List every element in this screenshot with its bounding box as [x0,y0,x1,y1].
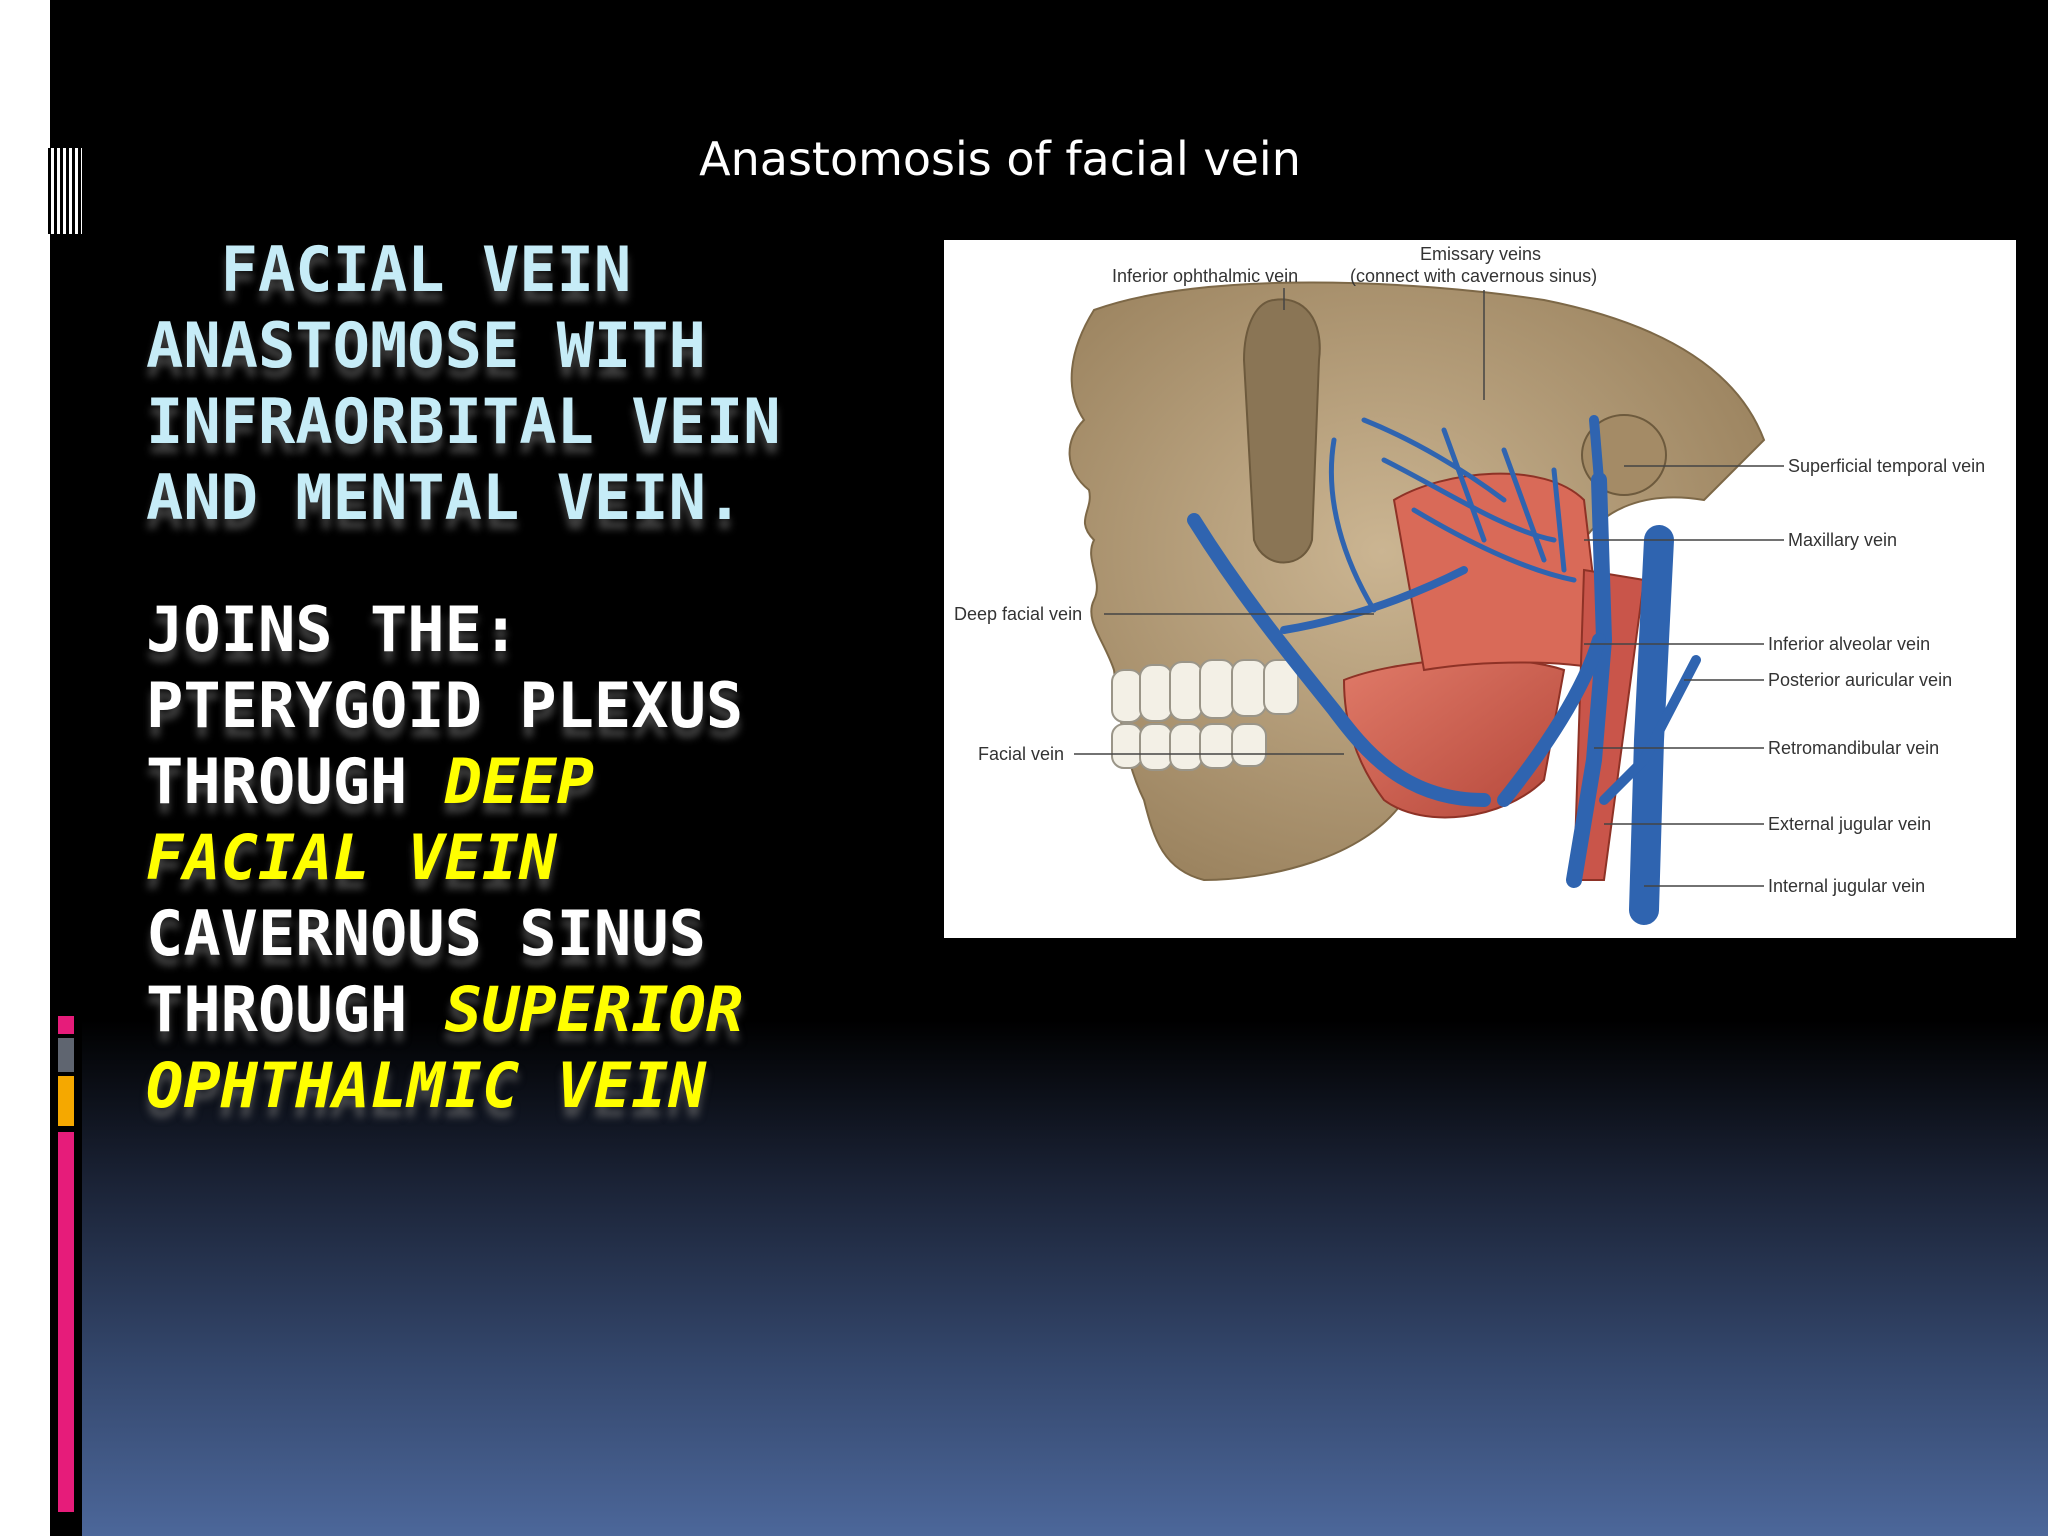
retromandibular-vein [1497,633,1606,807]
slide-title: Anastomosis of facial vein [699,132,1301,186]
accent-gray [58,1038,74,1072]
label-inferior-ophthalmic: Inferior ophthalmic vein [1112,266,1298,286]
leader-lines [1074,288,1784,887]
superficial-temporal-vein [1589,415,1604,485]
label-inferior-alveolar: Inferior alveolar vein [1768,634,1930,654]
facial-vein [1187,513,1491,807]
block1-line-1: FACIAL VEIN [146,233,632,306]
pterygoid-plexus [1328,417,1577,613]
label-maxillary: Maxillary vein [1788,530,1897,550]
block1-line-2: ANASTOMOSE WITH [146,309,706,382]
label-retromandibular: Retromandibular vein [1768,738,1939,758]
through-text-2: THROUGH [146,973,445,1046]
ophthalmic-vein-highlight: OPHTHALMIC VEIN [146,1049,706,1122]
cavernous-sinus-line: CAVERNOUS SINUS [146,897,706,970]
teeth [1111,659,1299,771]
veins [1187,415,1701,925]
label-deep-facial: Deep facial vein [954,604,1082,624]
label-emissary-2: (connect with cavernous sinus) [1350,266,1597,286]
posterior-auricular-vein [1599,655,1701,805]
joins-heading: JOINS THE: [146,593,520,666]
accent-orange [58,1076,74,1126]
deep-highlight: DEEP [444,745,594,818]
label-emissary-1: Emissary veins [1420,244,1541,264]
accent-pink-long [58,1132,74,1512]
anatomy-figure: Inferior ophthalmic vein Emissary veins … [944,240,2016,938]
anatomy-illustration: Inferior ophthalmic vein Emissary veins … [954,244,1985,925]
left-decorative-strip [0,0,82,1536]
block1-line-3: INFRAORBITAL VEIN [146,385,781,458]
pterygoid-plexus-line: PTERYGOID PLEXUS [146,669,744,742]
through-deep-line: THROUGH DEEP [146,744,946,820]
spacer [146,536,946,592]
external-jugular-vein [1566,472,1613,888]
pterygoid-muscle [1392,472,1606,672]
deco-grid [48,148,82,234]
block1-line-4: AND MENTAL VEIN. [146,461,744,534]
through-superior-line: THROUGH SUPERIOR [146,972,946,1048]
orbit [1242,298,1321,564]
through-text-1: THROUGH [146,745,445,818]
label-internal-jugular: Internal jugular vein [1768,876,1925,896]
body-text: FACIAL VEIN ANASTOMOSE WITH INFRAORBITAL… [146,232,946,1124]
label-facial: Facial vein [978,744,1064,764]
label-posterior-auricular: Posterior auricular vein [1768,670,1952,690]
facial-vein-highlight: FACIAL VEIN [146,821,557,894]
accent-pink-top [58,1016,74,1034]
label-superficial-temporal: Superficial temporal vein [1788,456,1985,476]
superior-highlight: SUPERIOR [444,973,744,1046]
label-external-jugular: External jugular vein [1768,814,1931,834]
